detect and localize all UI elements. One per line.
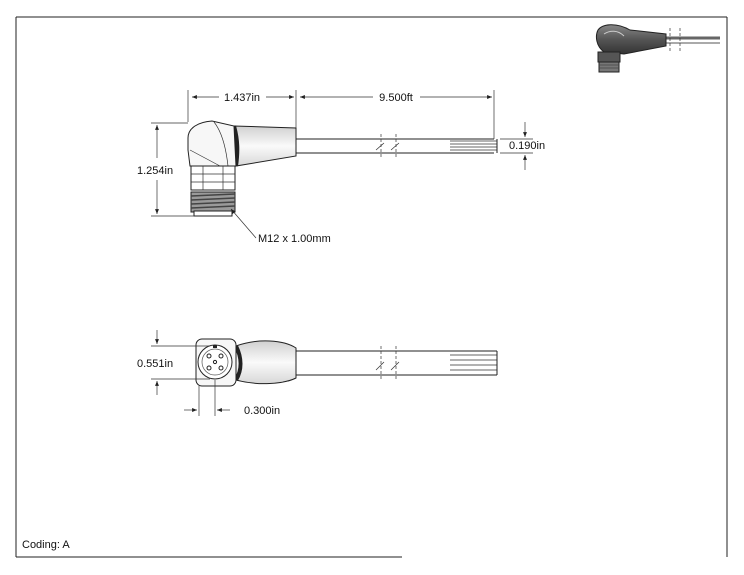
sheet-border [15, 16, 728, 558]
dim-head-length-label: 1.437in [224, 92, 260, 104]
dim-face-offset-label: 0.300in [244, 405, 280, 417]
connector-side-view [187, 120, 498, 217]
connector-face-view [195, 338, 498, 387]
dim-face-diameter-label: 0.551in [137, 358, 173, 370]
break-mark [375, 134, 400, 158]
dim-cable-length-label: 9.500ft [379, 92, 413, 104]
dim-height: 1.254in [137, 122, 194, 217]
dim-height-label: 1.254in [137, 165, 173, 177]
dim-face-diameter: 0.551in [137, 330, 210, 395]
callout-thread: M12 x 1.00mm [230, 208, 331, 245]
thread-callout-label: M12 x 1.00mm [258, 233, 331, 245]
break-mark [375, 346, 400, 380]
coding-label: Coding: A [22, 539, 70, 551]
dim-cable-length: 9.500ft [300, 90, 495, 139]
dim-face-offset: 0.300in [184, 380, 280, 417]
dim-cable-diameter-label: 0.190in [509, 140, 545, 152]
dim-head-length: 1.437in [187, 90, 297, 128]
isometric-thumbnail [595, 24, 720, 73]
dim-cable-diameter: 0.190in [500, 122, 545, 170]
